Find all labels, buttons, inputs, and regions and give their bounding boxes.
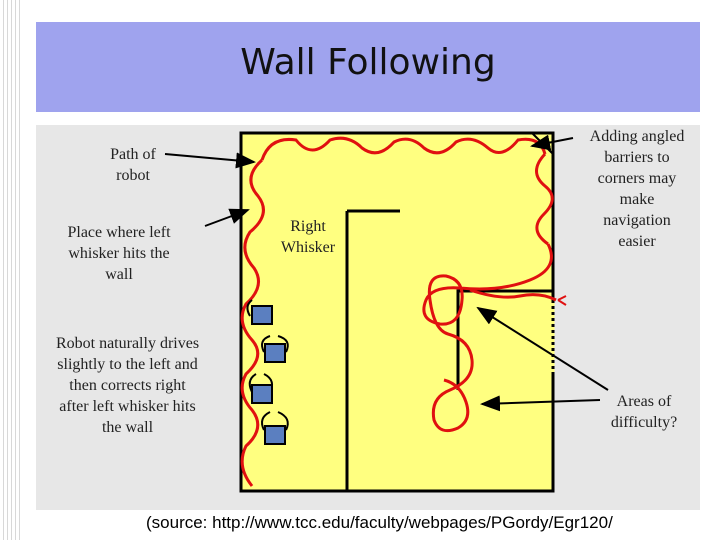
robot-2: [261, 335, 289, 363]
title-band: [36, 22, 700, 112]
arrow-path-of-robot: [164, 152, 256, 169]
difficulty-loop-exit: [469, 288, 557, 302]
robot-whisker: [261, 335, 271, 353]
arrow-difficulty-2: [480, 395, 601, 412]
difficulty-loop: [422, 243, 553, 433]
robot-whisker: [277, 335, 289, 353]
robot-whisker: [277, 411, 289, 431]
robot-4: [261, 411, 289, 445]
arrow-angled-barrier: [530, 134, 574, 151]
robot-path-left: [240, 158, 265, 487]
arrow-left-whisker-hit: [204, 208, 250, 227]
robot-whisker: [261, 411, 271, 431]
robot-path-top: [260, 136, 547, 161]
arrow-difficulty-1: [476, 306, 609, 391]
slide-title: Wall Following: [240, 42, 496, 83]
inner-obstacle-wall: [456, 289, 553, 390]
robot-1: [246, 299, 273, 325]
exit-arrow: [557, 295, 567, 306]
robot-3: [248, 373, 273, 404]
robot-whisker: [246, 299, 253, 317]
left-edge-stripes: [0, 0, 20, 540]
arena-floor: [239, 131, 555, 493]
source-citation: (source: http://www.tcc.edu/faculty/webp…: [146, 513, 613, 532]
robot-path-right: [535, 152, 554, 246]
